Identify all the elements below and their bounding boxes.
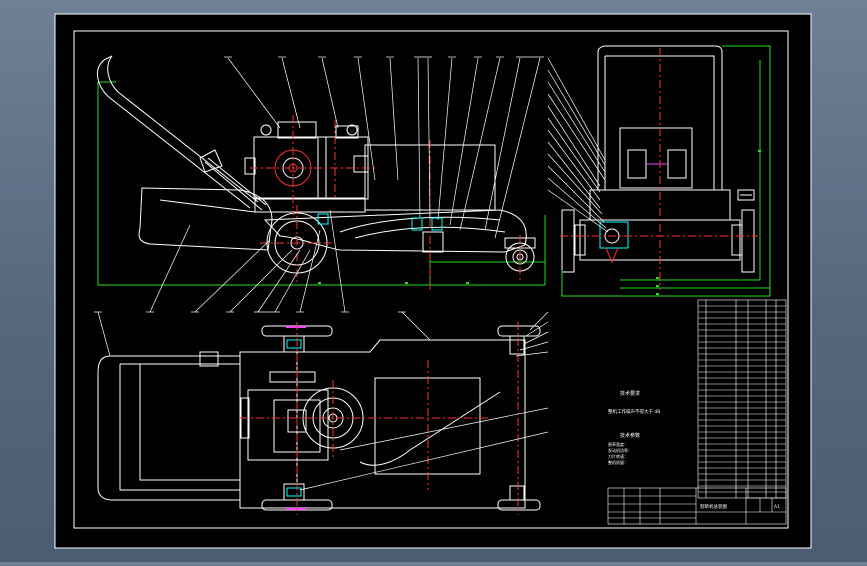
notes-heading-2: 技术参数 bbox=[620, 432, 640, 439]
dimension-markers bbox=[318, 150, 761, 295]
leader-lines-plan bbox=[94, 311, 549, 491]
notes-param-4: 整机质量： bbox=[608, 459, 628, 465]
notes-line-1: 整机工作噪声不得大于 dB bbox=[608, 408, 660, 415]
title-block: 割草机总装图 A1 bbox=[607, 487, 787, 525]
centerlines-plan bbox=[240, 322, 519, 515]
drawing-sheet bbox=[54, 13, 812, 549]
notes-heading: 技术要求 bbox=[620, 390, 640, 397]
leader-lines-end bbox=[547, 57, 609, 233]
parts-list bbox=[697, 299, 787, 499]
title-block-name: 割草机总装图 bbox=[700, 503, 727, 510]
technical-notes: 技术要求 整机工作噪声不得大于 dB 技术参数 割草宽度： 发动机功率： 刀片转… bbox=[608, 390, 660, 465]
centerlines-end bbox=[560, 48, 758, 290]
drawing-frame bbox=[73, 30, 789, 529]
notes-param-1: 割草宽度： bbox=[608, 441, 628, 447]
notes-param-3: 刀片转速： bbox=[608, 453, 628, 459]
leader-lines-side bbox=[146, 56, 544, 313]
plan-view-highlights bbox=[286, 326, 306, 510]
title-block-scale: A1 bbox=[774, 504, 780, 510]
end-view-extents bbox=[561, 45, 771, 297]
notes-param-2: 发动机功率： bbox=[608, 447, 632, 453]
